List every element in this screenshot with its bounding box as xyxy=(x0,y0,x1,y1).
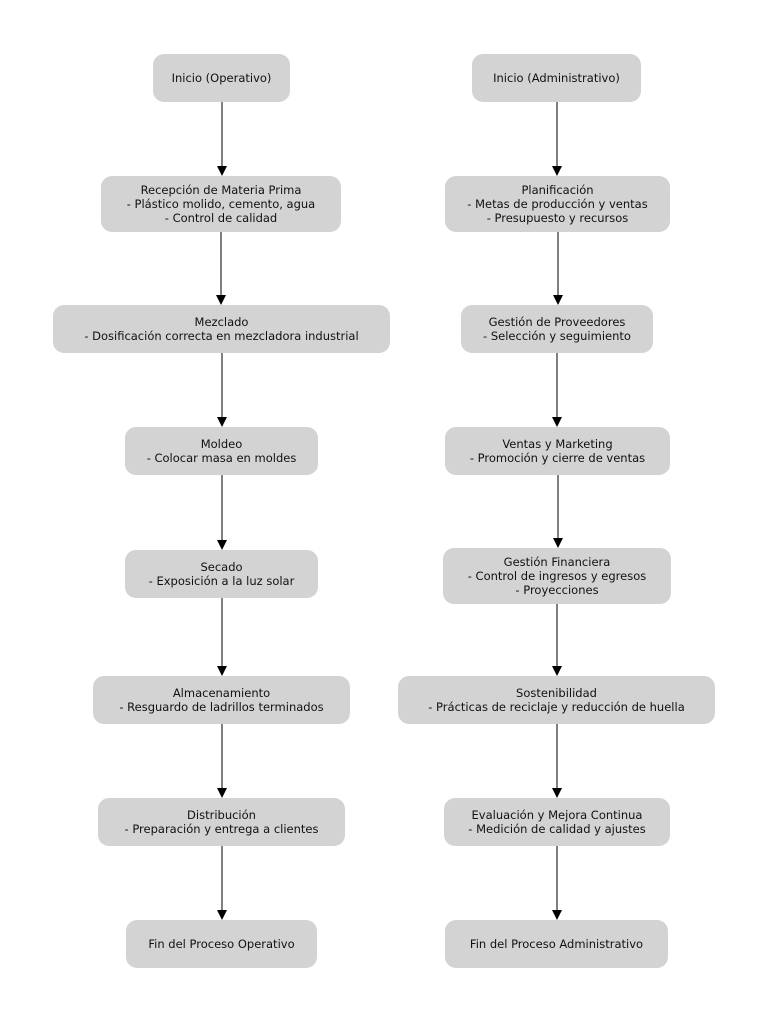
node-moldeo: Moldeo- Colocar masa en moldes xyxy=(125,427,318,475)
node-planificacion: Planificación- Metas de producción y ven… xyxy=(445,176,670,232)
node-detail: - Resguardo de ladrillos terminados xyxy=(119,700,324,714)
node-detail: - Colocar masa en moldes xyxy=(146,451,297,465)
node-title: Moldeo xyxy=(200,437,243,451)
node-detail: - Preparación y entrega a clientes xyxy=(124,822,319,836)
node-detail: - Promoción y cierre de ventas xyxy=(469,451,646,465)
node-title: Fin del Proceso Operativo xyxy=(148,937,295,951)
node-detail: - Proyecciones xyxy=(515,583,599,597)
node-detail: - Metas de producción y ventas xyxy=(467,197,648,211)
node-title: Secado xyxy=(200,560,243,574)
node-mezclado: Mezclado- Dosificación correcta en mezcl… xyxy=(53,305,390,353)
node-title: Mezclado xyxy=(194,315,249,329)
node-title: Recepción de Materia Prima xyxy=(140,183,302,197)
node-title: Distribución xyxy=(187,808,256,822)
node-detail: - Prácticas de reciclaje y reducción de … xyxy=(428,700,685,714)
node-almacenamiento: Almacenamiento- Resguardo de ladrillos t… xyxy=(93,676,350,724)
node-detail: - Control de ingresos y egresos xyxy=(467,569,647,583)
node-title: Planificación xyxy=(521,183,594,197)
node-title: Ventas y Marketing xyxy=(502,437,613,451)
node-secado: Secado- Exposición a la luz solar xyxy=(125,550,318,598)
node-title: Almacenamiento xyxy=(172,686,271,700)
node-detail: - Presupuesto y recursos xyxy=(486,211,629,225)
node-distribucion: Distribución- Preparación y entrega a cl… xyxy=(98,798,345,846)
node-title: Gestión Financiera xyxy=(503,555,611,569)
node-fin-operativo: Fin del Proceso Operativo xyxy=(126,920,317,968)
node-fin-administrativo: Fin del Proceso Administrativo xyxy=(445,920,668,968)
node-detail: - Control de calidad xyxy=(164,211,278,225)
node-sostenibilidad: Sostenibilidad- Prácticas de reciclaje y… xyxy=(398,676,715,724)
node-proveedores: Gestión de Proveedores- Selección y segu… xyxy=(461,305,653,353)
node-ventas: Ventas y Marketing- Promoción y cierre d… xyxy=(445,427,670,475)
node-inicio-operativo: Inicio (Operativo) xyxy=(153,54,290,102)
node-detail: - Selección y seguimiento xyxy=(483,329,631,343)
node-evaluacion: Evaluación y Mejora Continua- Medición d… xyxy=(444,798,670,846)
node-title: Gestión de Proveedores xyxy=(488,315,626,329)
node-title: Sostenibilidad xyxy=(516,686,597,700)
node-inicio-administrativo: Inicio (Administrativo) xyxy=(472,54,641,102)
node-detail: - Plástico molido, cemento, agua xyxy=(126,197,316,211)
node-detail: - Medición de calidad y ajustes xyxy=(468,822,646,836)
node-detail: - Dosificación correcta en mezcladora in… xyxy=(84,329,359,343)
node-title: Fin del Proceso Administrativo xyxy=(469,937,644,951)
node-title: Evaluación y Mejora Continua xyxy=(471,808,643,822)
node-title: Inicio (Operativo) xyxy=(171,71,272,85)
node-title: Inicio (Administrativo) xyxy=(493,71,620,85)
node-recepcion: Recepción de Materia Prima- Plástico mol… xyxy=(101,176,341,232)
node-detail: - Exposición a la luz solar xyxy=(148,574,295,588)
node-financiera: Gestión Financiera- Control de ingresos … xyxy=(443,548,671,604)
